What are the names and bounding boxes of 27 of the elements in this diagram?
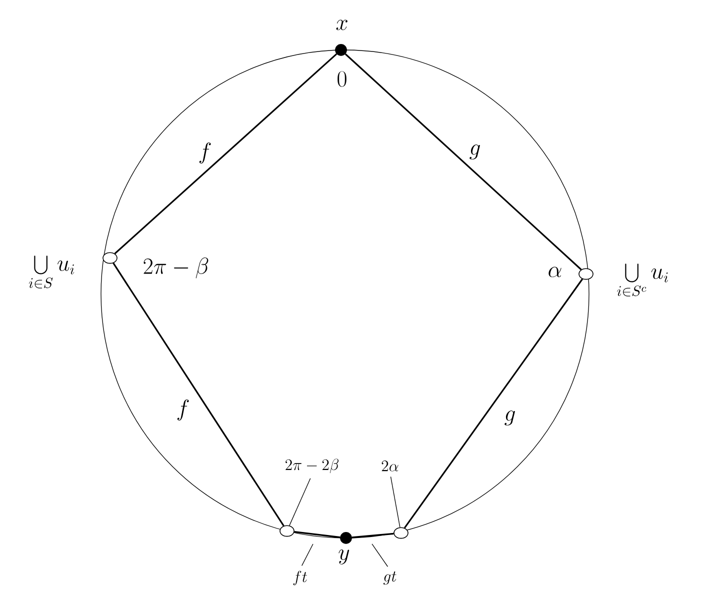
math-label: $gt$: [383, 571, 396, 585]
math-label: $0$: [338, 71, 346, 87]
edge-label: $f$: [199, 142, 211, 164]
connector: [352, 532, 394, 538]
math-label: $x$: [336, 20, 348, 30]
connector: [344, 53, 582, 270]
connector: [114, 53, 338, 254]
math-label: $2\pi-2\beta$: [286, 458, 339, 474]
edge-label: $g$: [504, 410, 515, 426]
point: [394, 527, 408, 539]
math-label: $\bigcup_{i\in S} u_i$: [28, 256, 74, 288]
connector: [404, 278, 584, 528]
math-label: $2\alpha$: [382, 460, 398, 472]
math-label: $y$: [338, 550, 350, 564]
leader-line: [289, 478, 311, 526]
edge-label: $g$: [470, 144, 480, 160]
leader-line: [302, 544, 314, 566]
leader-line: [372, 544, 388, 567]
edge-label: $f$: [177, 400, 189, 420]
connector: [294, 531, 340, 538]
math-label: $2\pi-\beta$: [144, 258, 208, 278]
math-label: $\bigcup_{i\in S^c} u_i$: [617, 264, 668, 296]
math-label: $\alpha$: [548, 266, 562, 278]
point: [280, 525, 294, 537]
connector: [112, 262, 284, 526]
math-label: $ft$: [293, 570, 307, 586]
leader-line: [390, 476, 400, 528]
